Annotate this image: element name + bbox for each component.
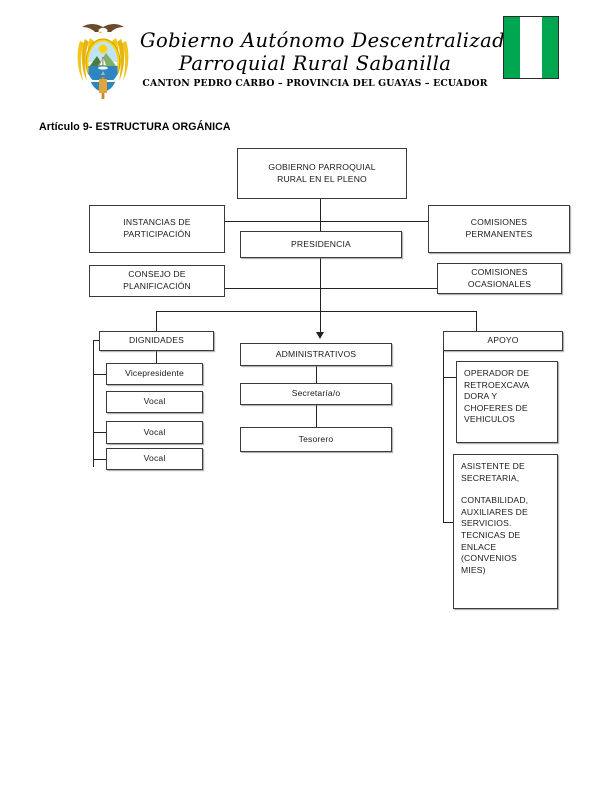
header-subtitle: CANTON PEDRO CARBO – PROVINCIA DEL GUAYA… [142,78,488,89]
connector-administrativos-secretaria [316,366,317,383]
node-label-line-2: RURAL EN EL PLENO [277,173,367,184]
node-asistente-secretaria[interactable]: ASISTENTE DE SECRETARIA, CONTABILIDAD, A… [453,454,558,609]
connector-secretaria-tesorero [316,405,317,427]
header-title-line-1: Gobierno Autónomo Descentralizado [140,29,518,52]
node-label: DIGNIDADES [129,335,184,346]
node-label-line-2: PERMANENTES [465,229,533,239]
node-gobierno-parroquial-pleno[interactable]: GOBIERNO PARROQUIAL RURAL EN EL PLENO [237,148,407,199]
node-comisiones-ocasionales[interactable]: COMISIONES OCASIONALES [437,263,562,294]
node-secretaria[interactable]: Secretaría/o [240,383,392,405]
node-label-line-2: PARTICIPACIÓN [123,229,191,239]
connector-spine-main [320,199,321,336]
node-tesorero[interactable]: Tesorero [240,427,392,452]
connector-vocal2-stub [93,432,108,433]
node-label-line-4: AUXILIARES DE [461,506,528,517]
node-label: Vocal [143,426,166,437]
connector-asistente-stub [443,522,457,523]
connector-dignidades-vicepresidente [156,351,157,363]
node-label: Vocal [143,453,166,464]
page-title: Artículo 9- ESTRUCTURA ORGÁNICA [39,121,231,133]
node-vicepresidente[interactable]: Vicepresidente [106,363,203,385]
node-label-line-2: OCASIONALES [467,278,532,289]
node-vocal-3[interactable]: Vocal [106,448,203,470]
node-label-line-4: CHOFERES DE [464,402,528,413]
node-label-line-1: COMISIONES [471,266,528,277]
node-label: Secretaría/o [291,388,341,399]
node-label-line-6: TECNICAS DE [461,529,521,540]
connector-level2-bus [156,311,476,312]
node-operador-retroexcavadora[interactable]: OPERADOR DE RETROEXCAVA DORA Y CHOFERES … [456,361,558,443]
coat-of-arms-icon [77,24,129,99]
connector-operador-stub [443,377,457,378]
node-vocal-2[interactable]: Vocal [106,421,203,444]
node-label-line-8: (CONVENIOS [461,553,517,564]
node-label-line-5: SERVICIOS. [461,518,512,529]
node-dignidades[interactable]: DIGNIDADES [99,331,214,351]
header-title-block: Gobierno Autónomo Descentralizado Parroq… [140,29,518,90]
node-label-line-1: GOBIERNO PARROQUIAL [268,161,376,172]
node-label: ADMINISTRATIVOS [275,348,357,359]
node-vocal-1[interactable]: Vocal [106,391,203,413]
node-label: APOYO [487,335,519,346]
node-label-line-5: VEHICULOS [464,414,516,425]
node-label-line-2: SECRETARIA, [461,472,520,483]
node-label: Vocal [143,396,166,407]
node-label-line-7: ENLACE [461,541,497,552]
node-administrativos[interactable]: ADMINISTRATIVOS [240,343,392,366]
connector-pleno-consejo [225,288,321,289]
header-title-line-2: Parroquial Rural Sabanilla [178,52,452,75]
node-label-line-9: MIES) [461,564,486,575]
connector-arrow-administrativos [316,332,324,339]
connector-pleno-comisiones-ocasionales [320,288,438,289]
connector-vocal3-stub [93,459,108,460]
document-header: Gobierno Autónomo Descentralizado Parroq… [0,0,612,112]
node-presidencia[interactable]: PRESIDENCIA [240,231,402,258]
node-label: Vicepresidente [125,368,184,379]
node-label-line-1: INSTANCIAS DE [123,217,191,228]
connector-apoyo-bracket [443,340,444,522]
node-apoyo[interactable]: APOYO [443,331,563,351]
node-label-line-3: DORA Y [464,391,498,402]
connector-dignidades-bracket [93,340,94,467]
connector-pleno-comisiones-permanentes [320,221,430,222]
connector-vicepresidente-stub [93,374,108,375]
node-label-line-1: OPERADOR DE [464,368,530,378]
flag-icon [503,16,559,79]
node-label-line-1: ASISTENTE DE [461,461,525,471]
node-label-line-1: CONSEJO DE [128,269,186,280]
node-comisiones-permanentes[interactable]: COMISIONES PERMANENTES [428,205,570,253]
connector-drop-apoyo [476,311,477,334]
node-label-line-2: RETROEXCAVA [464,379,530,390]
node-label: PRESIDENCIA [291,238,351,249]
node-consejo-planificacion[interactable]: CONSEJO DE PLANIFICACIÓN [89,265,225,297]
connector-drop-dignidades [156,311,157,334]
node-label: Tesorero [298,433,334,444]
connector-pleno-instancias [225,221,321,222]
node-label-line-3: CONTABILIDAD, [461,495,529,506]
node-label-line-1: COMISIONES [470,217,528,228]
node-label-line-2: PLANIFICACIÓN [123,281,191,291]
node-instancias-participacion[interactable]: INSTANCIAS DE PARTICIPACIÓN [89,205,225,253]
